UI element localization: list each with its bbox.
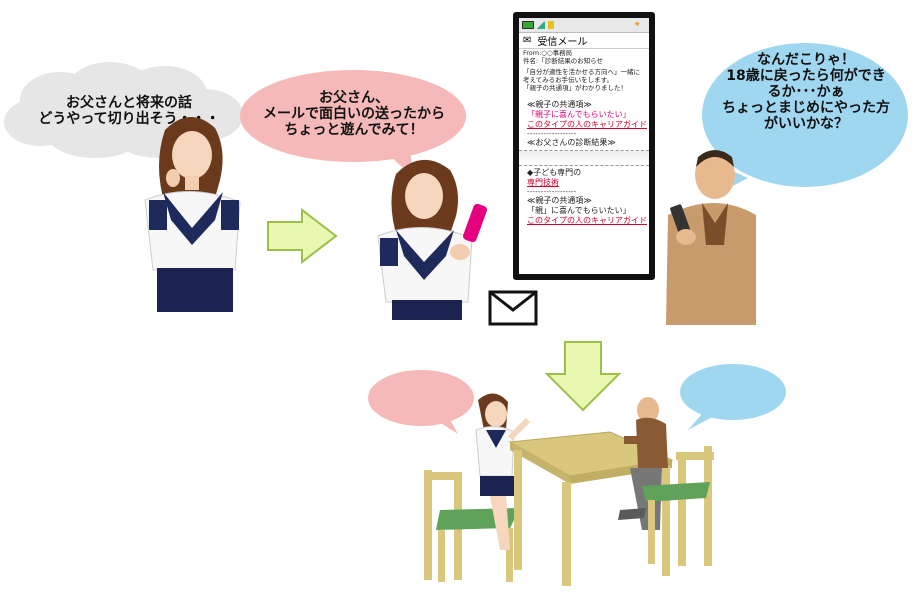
mail-from: From:○○事務局 <box>523 49 573 57</box>
father-line-5: がいいかな？ <box>764 116 848 133</box>
arrow-down-icon <box>545 341 621 412</box>
girl-with-phone-figure <box>377 159 487 320</box>
mail-section1-label: ≪親子の共通項≫ <box>527 100 592 109</box>
mail-header: ✉ 受信メール <box>519 33 649 49</box>
mail-section1-link[interactable]: このタイプの人のキャリアガイド <box>527 120 647 129</box>
father-speech-text: なんだこりゃ！ 18歳に戻ったら何ができ るか･･･かぁ ちょっとまじめにやった… <box>702 52 910 132</box>
daughter-empty-bubble <box>368 370 474 434</box>
phone-status-bar: ✦ <box>519 18 649 33</box>
girl2-sleeve <box>380 238 398 266</box>
girl-sleeve-left <box>149 200 167 230</box>
father-line-2: 18歳に戻ったら何ができ <box>726 68 886 85</box>
mail-divider-1: - - - - - - - - - - - - - - - - - - <box>527 130 576 138</box>
father-sweater <box>702 203 728 245</box>
daughter-line-3: ちょっと遊んでみて！ <box>284 122 424 139</box>
daughter-line-2: メールで面白いの送ったから <box>263 106 445 123</box>
signal-icon <box>537 21 545 29</box>
phone-screen: ✦ ✉ 受信メール From:○○事務局 件名:「診断結果のお知らせ 「自分が適… <box>519 18 649 274</box>
girl-seated-figure <box>475 393 531 550</box>
girl-collar <box>163 192 223 245</box>
mail-subject: 件名:「診断結果のお知らせ <box>523 57 604 65</box>
arrow-right-icon <box>267 208 338 264</box>
thought-bubble <box>4 62 243 189</box>
mail-body-2: 考えてみるお手伝いをします。 <box>523 76 614 84</box>
network-icon <box>548 21 554 29</box>
girl2-hand <box>450 244 470 260</box>
mail-title: 受信メール <box>537 37 588 48</box>
antenna-icon: ✦ <box>633 20 641 30</box>
mail-section4-link[interactable]: このタイプの人のキャリアガイド <box>527 216 647 225</box>
mail-section3-label: ◆子ども専門の <box>527 168 582 177</box>
daughter-line-1: お父さん、 <box>319 90 389 106</box>
father-line-4: ちょっとまじめにやった方 <box>722 100 890 117</box>
mail-icon: ✉ <box>523 35 532 46</box>
father-with-phone-figure <box>666 150 756 325</box>
battery-icon <box>522 21 534 29</box>
girl-skirt <box>157 268 233 312</box>
girl-neck <box>185 176 199 190</box>
father-face <box>695 151 735 199</box>
mail-section2-label: ≪お父さんの診断結果≫ <box>527 138 616 147</box>
mail-section1-pink: 「親子に喜んでもらいたい」 <box>527 110 631 119</box>
father-line-3: るか･･･かぁ <box>767 84 845 101</box>
daughter-speech-text: お父さん、 メールで面白いの送ったから ちょっと遊んでみて！ <box>248 90 460 138</box>
family-table-scene <box>424 393 714 586</box>
mail-body-3: 「親子の共通項」がわかりました！ <box>523 84 627 92</box>
girl-face <box>172 131 212 179</box>
father-empty-bubble <box>680 364 786 430</box>
right-chair <box>642 446 714 566</box>
phone-mail-screen: ✦ ✉ 受信メール From:○○事務局 件名:「診断結果のお知らせ 「自分が適… <box>513 12 655 280</box>
pink-phone-icon <box>463 203 487 243</box>
girl2-face <box>405 173 443 219</box>
mail-section4-label: ≪親子の共通項≫ <box>527 196 592 205</box>
mail-divider-2: - - - - - - - - - - - - - - - - - - <box>527 188 576 196</box>
mail-body-1: 「自分が適性を活かせる方向へ」一緒に <box>523 68 640 76</box>
girl-sleeve-right <box>221 200 239 230</box>
father-line-1: なんだこりゃ！ <box>757 52 855 68</box>
girl2-skirt <box>392 300 462 320</box>
black-phone-icon <box>670 204 690 234</box>
thought-line-1: お父さんと将来の話 <box>66 95 192 111</box>
father-hair <box>696 150 734 167</box>
mail-section4-quote: 「親」に喜んでもらいたい」 <box>527 206 631 215</box>
thought-bubble-cloud <box>4 62 243 158</box>
mail-section3-link[interactable]: 専門技術 <box>527 178 559 187</box>
girl2-collar <box>396 230 454 280</box>
mail-tear-line <box>519 150 649 166</box>
father-hand <box>676 229 696 245</box>
envelope-icon <box>488 290 538 326</box>
girl-thinking-figure <box>144 116 241 312</box>
girl-hand <box>166 169 180 187</box>
